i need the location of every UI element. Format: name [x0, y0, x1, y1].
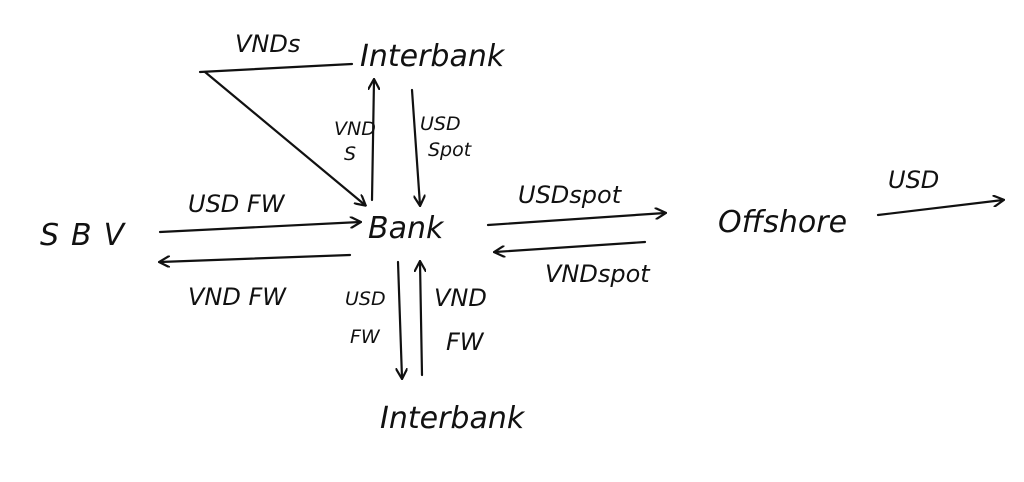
node-sbv: SBV — [40, 218, 136, 253]
label-fw-b: FW — [350, 326, 381, 348]
arrow-interbank-bottom-to-bank — [420, 262, 422, 377]
label-spot: Spot — [428, 139, 473, 161]
node-offshore: Offshore — [718, 205, 847, 240]
label-vnd: VND — [334, 118, 376, 140]
label-fw-vnd-b: FW — [446, 328, 485, 356]
node-interbank-top: Interbank — [360, 39, 506, 74]
node-bank: Bank — [368, 211, 445, 246]
label-vnds: VNDs — [235, 30, 300, 58]
label-usdspot: USDspot — [518, 181, 623, 209]
label-s: S — [344, 143, 356, 165]
vnds-arrow — [203, 70, 365, 205]
arrow-bank-to-interbank-bottom — [398, 260, 402, 378]
arrow-bank-to-interbank-top — [372, 80, 374, 202]
label-vndspot: VNDspot — [545, 260, 651, 288]
label-usd-b: USD — [345, 288, 386, 310]
label-vnd-fw: VND FW — [188, 283, 287, 311]
label-usd-out: USD — [888, 166, 939, 194]
arrow-bank-to-sbv — [160, 253, 352, 262]
arrow-offshore-out — [876, 200, 1003, 217]
vnds-line — [198, 62, 354, 74]
label-vnd-b: VND — [434, 284, 487, 312]
arrow-sbv-to-bank — [158, 222, 360, 234]
arrow-bank-to-offshore — [486, 213, 665, 227]
label-usd-fw: USD FW — [188, 190, 286, 218]
arrow-interbank-top-to-bank — [410, 88, 420, 205]
node-interbank-bottom: Interbank — [380, 401, 526, 436]
label-usd: USD — [420, 113, 461, 135]
arrow-offshore-to-bank — [495, 240, 647, 252]
